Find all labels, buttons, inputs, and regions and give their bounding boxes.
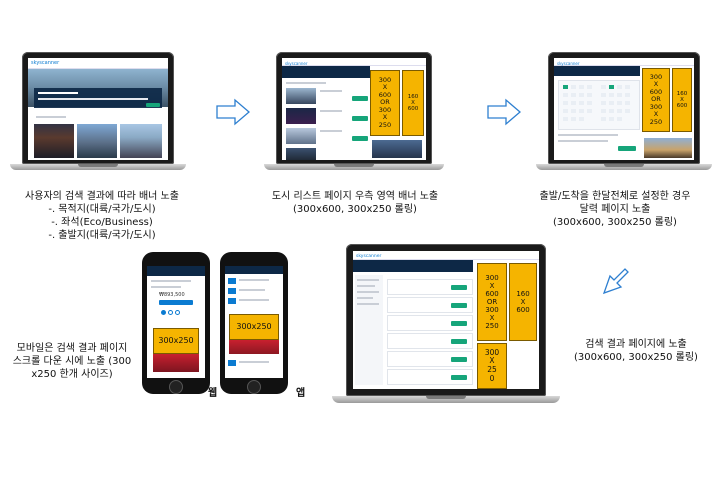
banner-label: 300 X 600 OR 300 X 250 xyxy=(649,72,663,126)
ad-image xyxy=(229,340,279,354)
banner-300x600-or-300x250: 300 X 600 OR 300 X 250 xyxy=(370,70,400,136)
destination-photo-1 xyxy=(34,124,74,158)
arrow-right-2 xyxy=(487,98,521,126)
result-row-2[interactable] xyxy=(387,297,473,313)
banner-300x250-mobile-web: 300x250 xyxy=(153,328,199,354)
arrow-right-1 xyxy=(216,98,250,126)
city-photo-2 xyxy=(286,108,316,124)
screen-header: skyscanner xyxy=(28,58,168,69)
search-button[interactable] xyxy=(146,103,160,107)
filter-sidebar xyxy=(355,275,383,385)
banner-label: 300 X 600 OR 300 X 250 xyxy=(485,273,499,331)
result-row-1[interactable] xyxy=(387,279,473,295)
caption-laptop4: 검색 결과 페이지에 노출 (300x600, 300x250 롤링) xyxy=(574,339,698,363)
banner-300x250-mobile-app: 300x250 xyxy=(229,314,279,340)
banner-300x600-or-300x250: 300 X 600 OR 300 X 250 xyxy=(477,263,507,341)
caption-laptop1: 사용자의 검색 결과에 따라 배너 노출 -. 목적지(대륙/국가/도시) -.… xyxy=(25,191,179,241)
arrow-down-left xyxy=(602,268,629,295)
result-row-3[interactable] xyxy=(387,315,473,331)
banner-label: 300 X 25 0 xyxy=(484,347,500,383)
city-photo-1 xyxy=(286,88,316,104)
banner-label: 160 X 600 xyxy=(407,93,419,113)
calendar-side-photo xyxy=(644,138,692,158)
banner-160x600: 160 X 600 xyxy=(672,68,692,132)
label-web: 웹 xyxy=(208,388,218,399)
logo: skyscanner xyxy=(356,254,382,259)
screen-search-results: skyscanner 300 X 600 OR 300 X 250 160 X … xyxy=(353,251,539,389)
banner-160x600: 160 X 600 xyxy=(402,70,424,136)
logo: skyscanner xyxy=(31,60,60,66)
screen-calendar: skyscanner 300 X 600 OR 300 X 250 160 X … xyxy=(554,58,694,160)
result-row-4[interactable] xyxy=(387,333,473,349)
banner-label: 300 X 600 OR 300 X 250 xyxy=(378,75,392,129)
city-photo-3 xyxy=(286,128,316,144)
banner-300x250-rolling: 300 X 25 0 xyxy=(477,343,507,389)
destination-photo-2 xyxy=(77,124,117,158)
result-row-6[interactable] xyxy=(387,369,473,385)
banner-300x600-or-300x250: 300 X 600 OR 300 X 250 xyxy=(642,68,670,132)
logo: skyscanner xyxy=(557,61,580,66)
banner-label: 300x250 xyxy=(236,322,272,332)
ad-image xyxy=(153,354,199,372)
caption-laptop3: 출발/도착을 한달전체로 설정한 경우 달력 페이지 노출 (300x600, … xyxy=(539,191,691,228)
banner-label: 300x250 xyxy=(158,336,194,346)
logo: skyscanner xyxy=(285,61,308,66)
label-app: 앱 xyxy=(296,388,306,399)
city-photo-side xyxy=(372,140,422,158)
calendar-grid xyxy=(558,80,640,130)
result-row-5[interactable] xyxy=(387,351,473,367)
caption-laptop2: 도시 리스트 페이지 우측 영역 배너 노출 (300x600, 300x250… xyxy=(271,191,439,215)
pagination[interactable] xyxy=(161,310,191,316)
banner-label: 160 X 600 xyxy=(676,90,688,110)
price-text: ₩893,500 xyxy=(159,292,185,298)
city-photo-4 xyxy=(286,148,316,160)
banner-label: 160 X 600 xyxy=(516,289,530,315)
screen-city-list: skyscanner 300 X 600 OR 300 X 250 160 X … xyxy=(282,58,426,160)
phone-app-screen: 300x250 xyxy=(225,266,283,378)
caption-mobile: 모바일은 검색 결과 페이지 스크롤 다운 시에 노출 (300 x250 한개… xyxy=(12,343,132,380)
banner-160x600: 160 X 600 xyxy=(509,263,537,341)
destination-photo-3 xyxy=(120,124,162,158)
phone-web-screen: ₩893,500 300x250 xyxy=(147,266,205,378)
screen-home: skyscanner xyxy=(28,58,168,160)
